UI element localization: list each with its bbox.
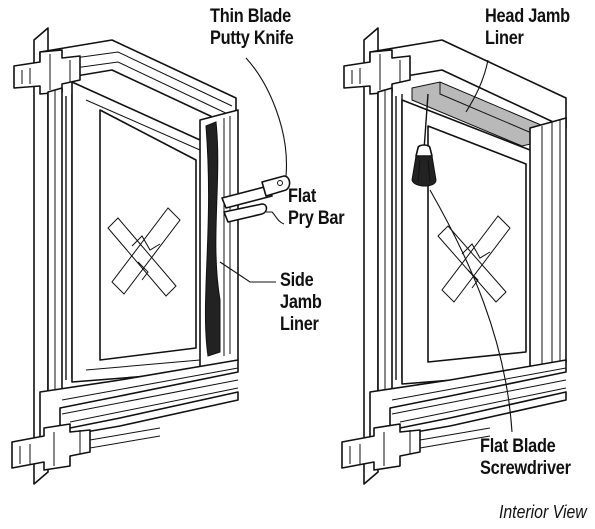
right-window bbox=[341, 27, 567, 485]
left-window-sill-profile bbox=[11, 423, 91, 471]
head-jamb-label-line-2: Liner bbox=[485, 28, 524, 49]
putty-knife-label-line-1: Thin Blade bbox=[210, 6, 291, 27]
side-jamb-label: Side Jamb Liner bbox=[280, 270, 322, 336]
left-window-flange bbox=[33, 27, 49, 485]
pry-bar-label-line-2: Pry Bar bbox=[288, 208, 345, 229]
putty-knife bbox=[221, 175, 291, 209]
left-window-tape bbox=[107, 207, 181, 297]
screwdriver-leader bbox=[429, 189, 513, 433]
screwdriver-label: Flat Blade Screwdriver bbox=[480, 436, 571, 480]
side-jamb-label-line-3: Liner bbox=[280, 314, 319, 335]
pry-bar bbox=[223, 203, 268, 223]
right-window-sill-profile bbox=[341, 423, 421, 471]
side-jamb-label-line-1: Side bbox=[280, 270, 314, 291]
pry-bar-label-line-1: Flat bbox=[288, 186, 317, 207]
left-window-side-jamb-liner bbox=[204, 121, 221, 357]
head-jamb-label-line-1: Head Jamb bbox=[485, 6, 570, 27]
leader-lines bbox=[219, 57, 513, 433]
caption-interior-view: Interior View bbox=[499, 502, 587, 522]
putty-knife-label-line-2: Putty Knife bbox=[210, 28, 294, 49]
side-jamb-label-line-2: Jamb bbox=[280, 292, 322, 313]
side-jamb-leader bbox=[219, 261, 276, 283]
putty-knife-label: Thin Blade Putty Knife bbox=[210, 6, 294, 50]
head-jamb-leader bbox=[465, 59, 489, 113]
screwdriver-label-line-2: Screwdriver bbox=[480, 458, 571, 479]
head-jamb-label: Head Jamb Liner bbox=[485, 6, 570, 50]
screwdriver bbox=[411, 93, 437, 187]
pry-bar-label: Flat Pry Bar bbox=[288, 186, 345, 230]
left-window bbox=[11, 27, 291, 485]
right-window-flange bbox=[363, 27, 379, 485]
screwdriver-label-line-1: Flat Blade bbox=[480, 436, 556, 457]
right-window-side-jamb bbox=[529, 117, 567, 375]
right-window-tape bbox=[437, 215, 511, 303]
putty-knife-leader bbox=[245, 57, 288, 177]
pry-bar-leader bbox=[266, 211, 285, 225]
